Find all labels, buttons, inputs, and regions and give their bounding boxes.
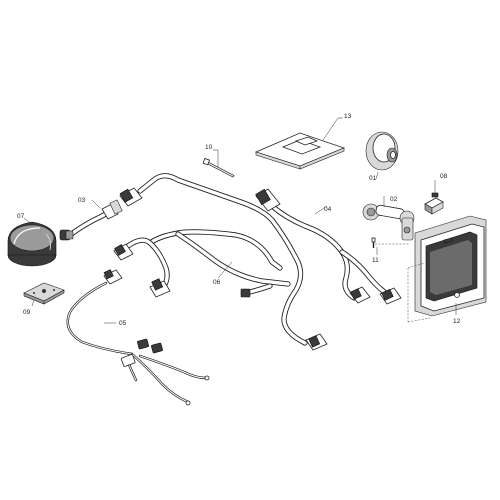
callout-04: 04 bbox=[324, 206, 332, 213]
callout-10: 10 bbox=[205, 144, 213, 151]
part-10-cable-tie bbox=[202, 149, 235, 178]
part-06-main-harness bbox=[103, 173, 328, 351]
part-12-display-terminal bbox=[407, 215, 487, 323]
part-11-screw bbox=[371, 237, 410, 255]
callout-09: 09 bbox=[23, 309, 31, 316]
callout-07: 07 bbox=[17, 213, 25, 220]
part-05-power-cable bbox=[66, 281, 210, 406]
callout-05: 05 bbox=[119, 320, 127, 327]
callout-01: 01 bbox=[369, 175, 377, 182]
callout-13: 13 bbox=[344, 113, 352, 120]
callout-12: 12 bbox=[453, 318, 461, 325]
part-01-suction-mount bbox=[365, 131, 399, 180]
callout-03: 03 bbox=[78, 197, 86, 204]
part-13-instruction-sheet bbox=[254, 117, 346, 170]
part-09-mounting-plate bbox=[23, 282, 65, 307]
part-07-gps-antenna bbox=[7, 217, 57, 267]
part-08-connector-plug bbox=[424, 180, 444, 215]
part-02-ram-arm bbox=[362, 196, 415, 241]
callout-08: 08 bbox=[440, 173, 448, 180]
callout-02: 02 bbox=[390, 196, 398, 203]
callout-11: 11 bbox=[372, 257, 379, 264]
part-03-antenna-cable bbox=[59, 199, 123, 241]
part-04-display-harness bbox=[255, 188, 402, 305]
callout-06: 06 bbox=[213, 279, 221, 286]
